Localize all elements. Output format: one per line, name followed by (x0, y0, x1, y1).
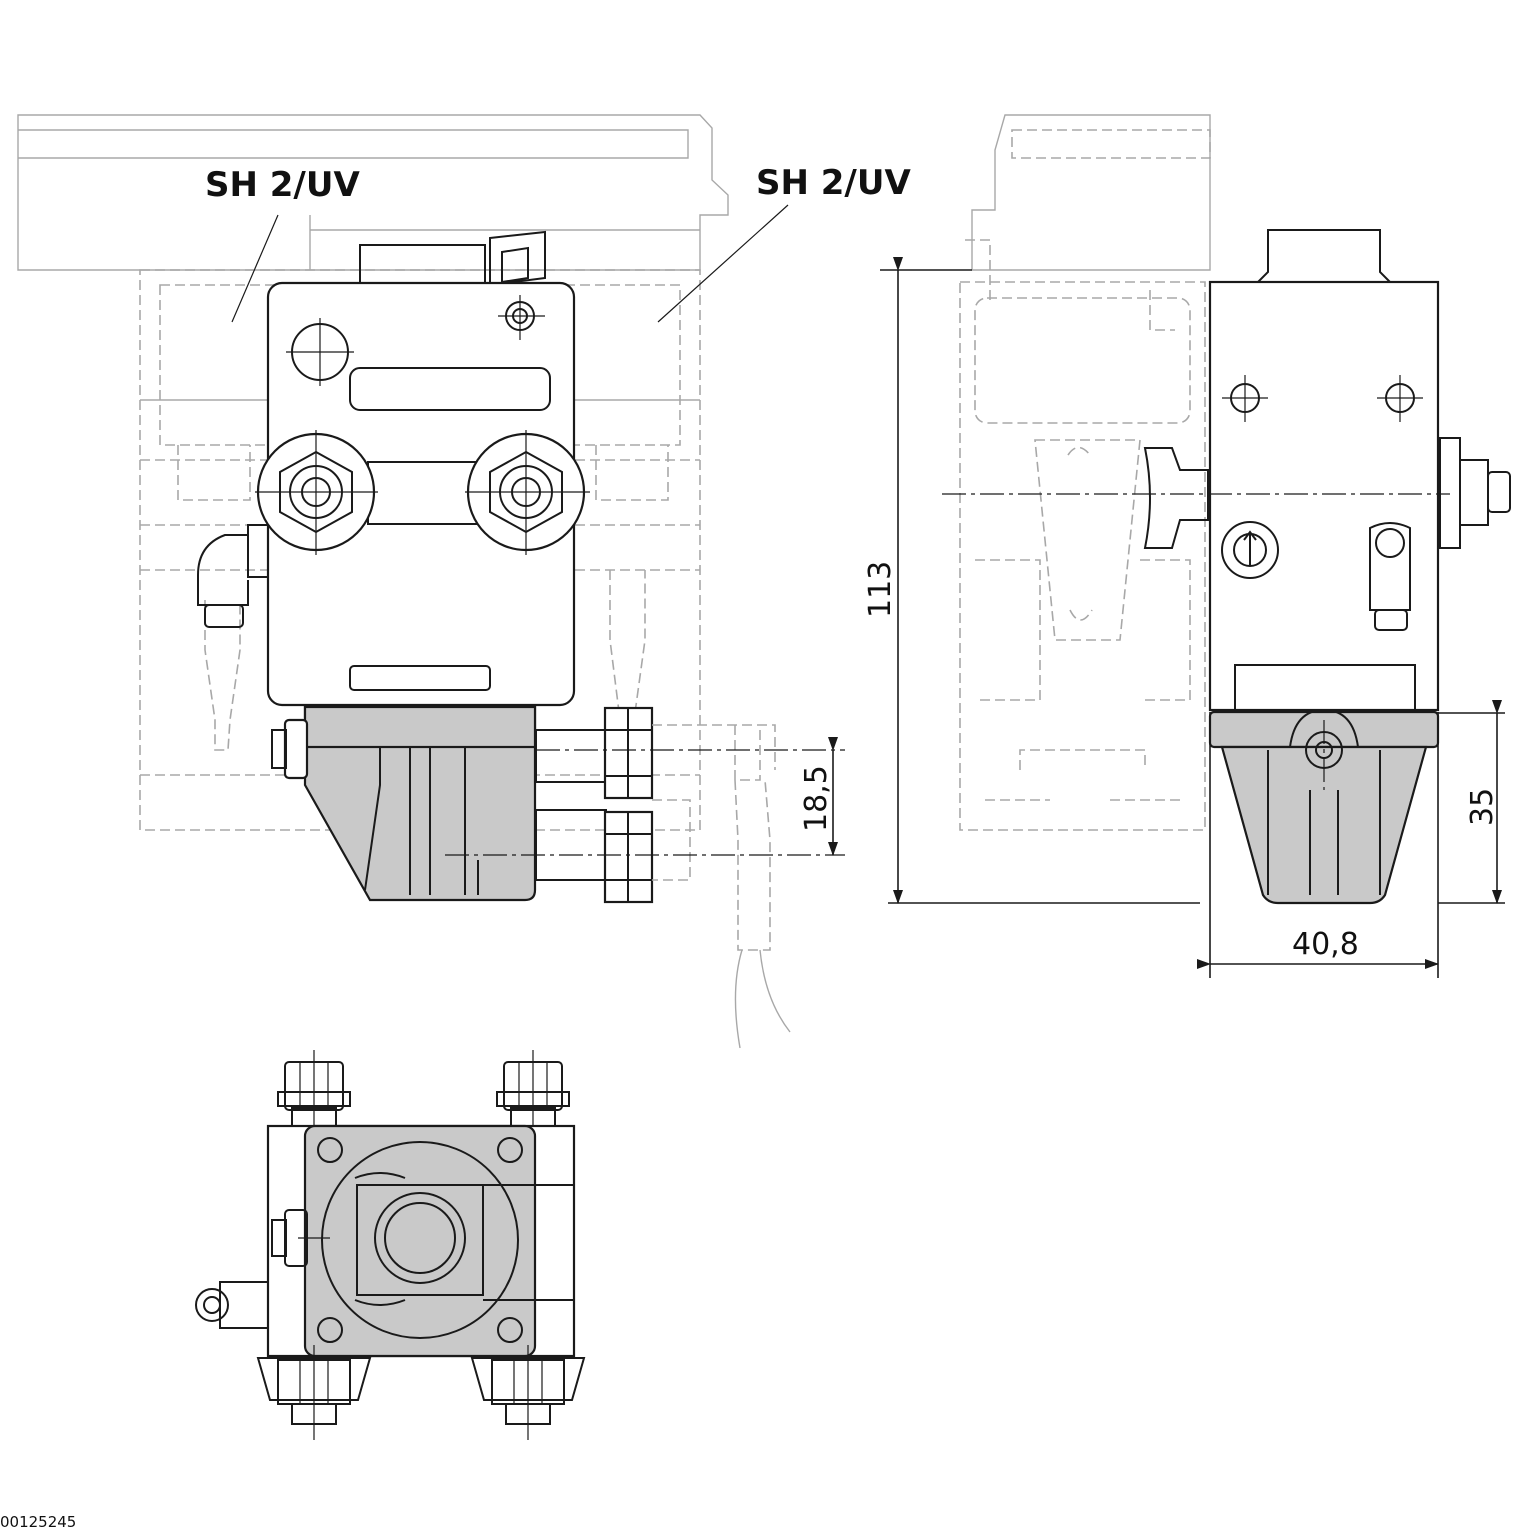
part-label-left: SH 2/UV (205, 165, 360, 205)
bottom-foot-plate (303, 1124, 537, 1358)
bottom-side-connector (195, 1209, 308, 1329)
adjust-dial (1221, 521, 1279, 579)
lower-label-plate (349, 665, 491, 691)
side-fitting-right (1439, 437, 1511, 549)
side-view-ghost-profile (959, 114, 1211, 831)
side-elbow (1369, 522, 1411, 631)
adjust-screws (535, 706, 776, 904)
drawing-number: 00125245 (0, 1513, 76, 1531)
top-clamp (359, 244, 486, 286)
elbow-connector (197, 524, 269, 628)
foot-block (271, 705, 537, 902)
side-valve-body (1208, 280, 1440, 712)
side-view: 113 (863, 114, 1511, 978)
dim-pitch: 18,5 (799, 765, 834, 832)
dim-width: 40,8 (1292, 927, 1359, 962)
bottom-view (195, 1050, 586, 1440)
front-view: SH 2/UV SH 2/UV (17, 114, 911, 1049)
bottom-view-screws-top (277, 1050, 570, 1128)
sensor-cable (734, 725, 791, 1049)
dim-foot-height: 35 (1465, 788, 1500, 826)
bottom-cup (321, 1141, 519, 1339)
label-leader-right (657, 204, 789, 323)
part-label-right: SH 2/UV (756, 163, 911, 203)
fitting-right (465, 430, 590, 555)
side-top-clamp (1255, 229, 1393, 283)
fitting-left (255, 430, 479, 555)
dim-height: 113 (863, 561, 898, 618)
side-foot (1208, 708, 1440, 905)
bottom-view-nuts (256, 1345, 586, 1440)
label-leader-left (231, 214, 279, 323)
clip-lever (489, 230, 546, 287)
t-slot-nut (1143, 447, 1209, 549)
label-plate (349, 367, 551, 411)
